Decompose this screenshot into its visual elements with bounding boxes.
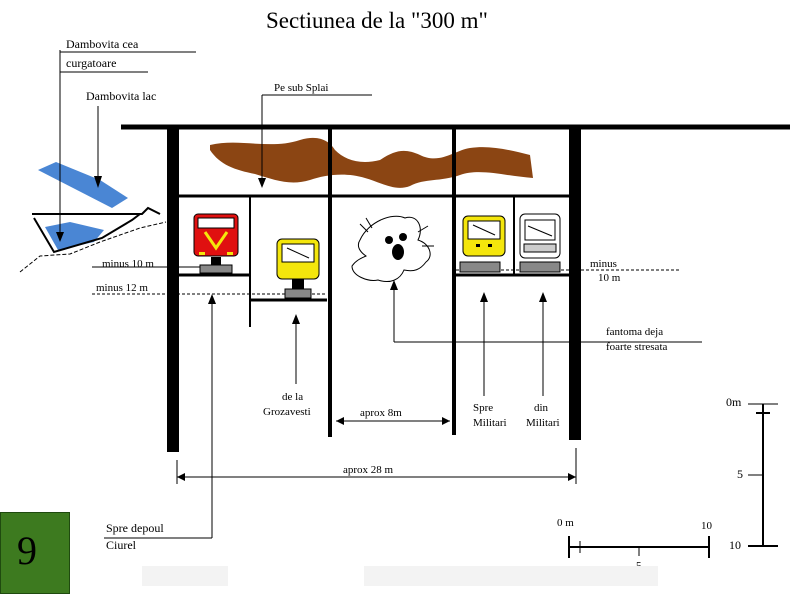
dimension-28m-left-arrow xyxy=(177,473,185,481)
label-aprox-28m: aprox 28 m xyxy=(343,464,394,476)
page-number-badge: 9 xyxy=(0,512,70,594)
arrow-ciurel xyxy=(208,294,216,304)
label-dambovita-lac: Dambovita lac xyxy=(86,89,157,103)
dambovita-lac-water xyxy=(38,162,128,208)
label-pe-sub-splai: Pe sub Splai xyxy=(274,82,329,94)
earth-layer xyxy=(210,137,533,188)
label-minus-12-left: minus 12 m xyxy=(96,282,148,294)
river-bed-outline xyxy=(33,213,141,254)
label-militari-1: Militari xyxy=(473,417,507,429)
arrow-spre-militari xyxy=(480,292,488,302)
arrow-ghost xyxy=(390,280,398,290)
yellow-train-militari xyxy=(459,215,506,273)
arrow-din-militari xyxy=(539,292,547,302)
dimension-28m-right-arrow xyxy=(568,473,576,481)
label-grozavesti: Grozavesti xyxy=(263,406,311,418)
label-fantoma-line1: fantoma deja xyxy=(606,326,664,338)
arrow-lac xyxy=(94,176,102,188)
arrow-curgatoare xyxy=(56,232,64,242)
label-dambovita-cea: Dambovita cea xyxy=(66,37,139,51)
label-militari-2: Militari xyxy=(526,417,560,429)
page-number: 9 xyxy=(17,528,37,573)
dimension-8m-left-arrow xyxy=(336,417,344,425)
river-bank-outline xyxy=(32,206,161,215)
vscale-label-mid: 5 xyxy=(737,467,743,481)
label-ciurel: Ciurel xyxy=(106,538,136,552)
label-minus-10-left: minus 10 m xyxy=(102,258,154,270)
yellow-train-grozavesti xyxy=(276,238,320,299)
label-10m-right: 10 m xyxy=(598,272,621,284)
label-curgatoare: curgatoare xyxy=(66,56,117,70)
dimension-8m-right-arrow xyxy=(442,417,450,425)
label-din: din xyxy=(534,402,549,414)
label-aprox-8m: aprox 8m xyxy=(360,407,402,419)
ghost-cartoon xyxy=(351,215,434,283)
red-train xyxy=(193,213,239,274)
terrain-dashed-line xyxy=(19,221,167,273)
arrow-grozavesti xyxy=(292,314,300,324)
vertical-scale xyxy=(748,403,778,547)
horizontal-scale xyxy=(568,536,710,558)
faded-footer-left xyxy=(142,566,228,586)
vscale-label-bottom: 10 xyxy=(729,538,741,552)
hscale-label-right: 10 xyxy=(701,520,712,532)
hscale-label-left: 0 m xyxy=(557,517,574,529)
label-fantoma-line2: foarte stresata xyxy=(606,341,668,353)
label-spre-depoul: Spre depoul xyxy=(106,521,164,535)
diagram-title: Sectiunea de la "300 m" xyxy=(266,8,488,33)
vscale-label-top: 0m xyxy=(726,395,742,409)
faded-footer-right xyxy=(364,566,658,586)
label-de-la: de la xyxy=(282,391,304,403)
white-train-militari xyxy=(519,213,561,273)
label-minus-right: minus xyxy=(590,258,617,270)
arrow-splai xyxy=(258,178,266,188)
label-spre: Spre xyxy=(473,402,494,414)
